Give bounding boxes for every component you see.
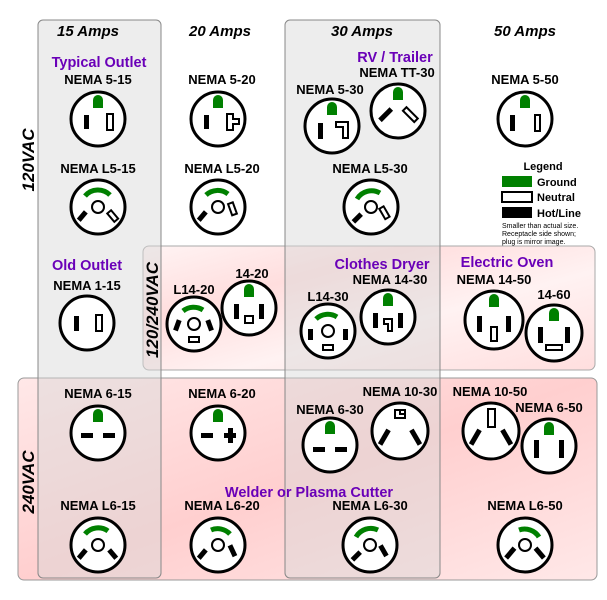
header-30-amps: 30 Amps (331, 23, 393, 40)
label-nema-l5-30: NEMA L5-30 (332, 161, 407, 176)
legend-title: Legend (523, 161, 562, 173)
label-nema-14-50: NEMA 14-50 (457, 272, 532, 287)
category-clothes-dryer: Clothes Dryer (334, 257, 429, 273)
legend-ground-label: Ground (537, 177, 577, 189)
receptacles (58, 82, 584, 574)
receptacle-nema-6-30 (301, 416, 359, 474)
label-nema-l5-20: NEMA L5-20 (184, 161, 259, 176)
receptacle-nema-6-15 (69, 404, 127, 462)
receptacle-nema-5-15 (69, 90, 127, 148)
receptacle-nema-14-50 (463, 289, 525, 351)
legend-hot-label: Hot/Line (537, 208, 581, 220)
receptacle-nema-l5-20 (189, 178, 247, 236)
label-nema-6-30: NEMA 6-30 (296, 402, 363, 417)
label-nema-5-20: NEMA 5-20 (188, 72, 255, 87)
label-nema-10-30: NEMA 10-30 (363, 384, 438, 399)
label-14-60: 14-60 (537, 287, 570, 302)
legend-neutral-label: Neutral (537, 192, 575, 204)
receptacle-nema-14-30 (359, 288, 417, 346)
legend-note-2: Receptacle side shown; (502, 231, 576, 238)
label-nema-5-50: NEMA 5-50 (491, 72, 558, 87)
category-old-outlet: Old Outlet (52, 258, 122, 274)
receptacle-l14-30 (299, 302, 357, 360)
receptacle-nema-5-50 (496, 90, 554, 148)
legend-note-1: Smaller than actual size. (502, 223, 578, 230)
label-nema-5-15: NEMA 5-15 (64, 72, 131, 87)
receptacle-nema-6-20 (189, 404, 247, 462)
receptacle-14-60 (524, 303, 584, 363)
label-nema-l6-30: NEMA L6-30 (332, 498, 407, 513)
receptacle-l14-20 (165, 295, 223, 353)
label-nema-l6-50: NEMA L6-50 (487, 498, 562, 513)
label-nema-6-15: NEMA 6-15 (64, 386, 131, 401)
receptacle-nema-l6-15 (69, 516, 127, 574)
receptacle-nema-10-30 (370, 401, 430, 461)
label-nema-1-15: NEMA 1-15 (53, 278, 120, 293)
receptacle-nema-l5-30 (342, 178, 400, 236)
receptacle-nema-6-50 (520, 417, 578, 475)
receptacle-nema-10-50 (461, 401, 521, 461)
voltage-label-240vac: 240VAC (19, 450, 38, 515)
label-l14-30: L14-30 (307, 289, 348, 304)
receptacle-nema-l5-15 (69, 178, 127, 236)
receptacle-nema-1-15 (58, 294, 116, 352)
receptacle-nema-l6-30 (341, 516, 399, 574)
legend: Legend Ground Neutral Hot/Line Smaller t… (501, 161, 581, 246)
label-nema-10-50: NEMA 10-50 (453, 384, 528, 399)
header-50-amps: 50 Amps (494, 23, 556, 40)
category-rv-trailer: RV / Trailer (357, 50, 433, 66)
label-nema-tt-30: NEMA TT-30 (359, 65, 434, 80)
voltage-label-120vac: 120VAC (19, 128, 38, 192)
label-nema-6-20: NEMA 6-20 (188, 386, 255, 401)
receptacle-nema-l6-20 (189, 516, 247, 574)
label-nema-6-50: NEMA 6-50 (515, 400, 582, 415)
plug-labels: NEMA 5-15 NEMA 5-20 NEMA 5-30 NEMA TT-30… (53, 65, 582, 513)
label-l14-20: L14-20 (173, 282, 214, 297)
header-20-amps: 20 Amps (188, 23, 251, 40)
category-electric-oven: Electric Oven (461, 255, 554, 271)
receptacle-nema-5-30 (303, 97, 361, 155)
category-typical-outlet: Typical Outlet (52, 55, 147, 71)
legend-ground-swatch (502, 176, 532, 187)
header-15-amps: 15 Amps (57, 23, 119, 40)
legend-neutral-swatch (501, 191, 533, 203)
label-nema-l5-15: NEMA L5-15 (60, 161, 135, 176)
receptacle-nema-5-20 (189, 90, 247, 148)
receptacle-nema-l6-50 (496, 516, 554, 574)
receptacle-nema-tt-30 (369, 82, 427, 140)
label-nema-l6-15: NEMA L6-15 (60, 498, 135, 513)
legend-hot-swatch (502, 207, 532, 218)
band-240vac (17, 377, 598, 581)
receptacle-14-20 (220, 279, 278, 337)
label-nema-14-30: NEMA 14-30 (353, 272, 428, 287)
label-nema-l6-20: NEMA L6-20 (184, 498, 259, 513)
category-welder-plasma-cutter: Welder or Plasma Cutter (225, 485, 394, 501)
voltage-label-120-240vac: 120/240VAC (143, 261, 162, 358)
label-nema-5-30: NEMA 5-30 (296, 82, 363, 97)
legend-note-3: plug is mirror image. (502, 239, 565, 246)
label-14-20: 14-20 (235, 266, 268, 281)
